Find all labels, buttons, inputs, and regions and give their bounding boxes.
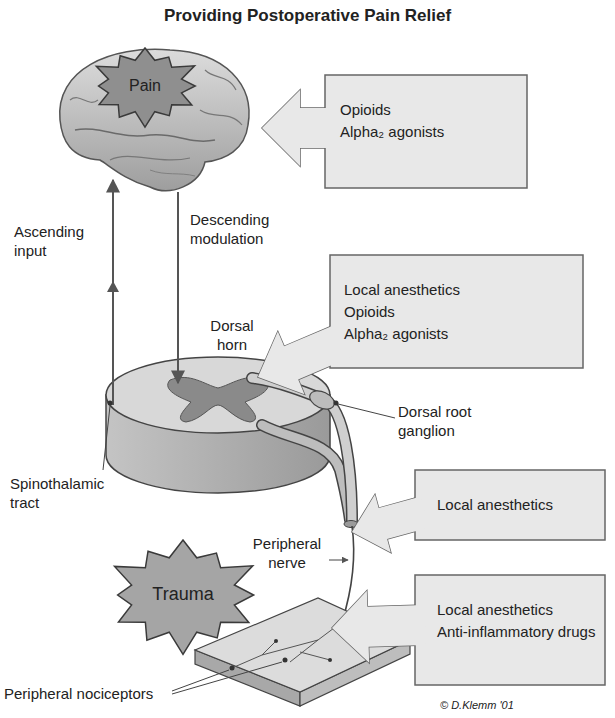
drug-callout-arrow: OpioidsAlpha₂ agonists (259, 72, 530, 191)
diagram-title: Providing Postoperative Pain Relief (0, 6, 615, 26)
leader-line (172, 670, 229, 691)
anatomy-label: Dorsal horn (203, 316, 261, 354)
leader-dot (334, 401, 339, 406)
callout-arrow-shape (255, 252, 586, 397)
descending-arrow (177, 192, 179, 383)
anatomy-label: Peripheral nociceptors (4, 684, 204, 703)
spinal-cord (106, 357, 358, 528)
drug-name: Opioids (344, 301, 575, 323)
drug-name: Local anesthetics (437, 599, 597, 621)
drug-name: Local anesthetics (437, 494, 597, 516)
anatomy-label: Dorsal root ganglion (398, 402, 490, 440)
pain-starburst: Pain (91, 48, 199, 124)
drug-name: Alpha₂ agonists (344, 323, 575, 345)
copyright-note: © D.Klemm '01 (440, 698, 600, 712)
leader-line (329, 560, 348, 561)
leader-line (103, 406, 110, 470)
anatomy-label: Spinothalamic tract (10, 474, 122, 512)
drug-callout-arrow: Local anesthetics (349, 467, 608, 555)
drug-callout-arrow: Local anestheticsOpioidsAlpha₂ agonists (255, 252, 586, 397)
anatomy-label: Descending modulation (190, 210, 302, 248)
drug-name: Anti-inflammatory drugs (437, 621, 597, 643)
ascending-arrowhead (107, 281, 119, 292)
leader-line (338, 404, 395, 418)
starburst-label: Pain (129, 76, 161, 95)
ascending-arrow (112, 180, 114, 405)
drug-name: Alpha₂ agonists (340, 121, 519, 143)
drug-name: Opioids (340, 99, 519, 121)
anatomy-label: Ascending input (14, 222, 106, 260)
trauma-starburst: Trauma (107, 540, 259, 650)
starburst-label: Trauma (152, 584, 213, 606)
leader-dot (108, 401, 113, 406)
anatomy-label: Peripheral nerve (248, 534, 326, 572)
drug-name: Local anesthetics (344, 279, 575, 301)
drug-callout-arrow: Local anestheticsAnti-inflammatory drugs (329, 572, 608, 688)
leader-line (172, 662, 282, 694)
